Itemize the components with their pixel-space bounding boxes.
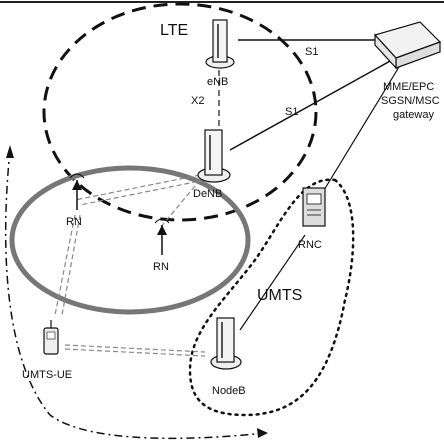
nodeb-tower-icon: [210, 317, 242, 370]
radio-rn1-ue: [54, 214, 76, 316]
s1-top-label: S1: [305, 46, 318, 58]
ue-phone-icon: [43, 320, 59, 355]
rn-1-tower-icon: [69, 173, 85, 210]
rn-2-label: RN: [153, 261, 169, 273]
denb-label: DeNB: [193, 188, 222, 200]
nodeb-label: NodeB: [212, 385, 246, 397]
mobility-arrowhead-bottom: [257, 428, 268, 438]
mobility-arrowhead-top: [6, 145, 14, 158]
rnc-label: RNC: [298, 239, 322, 251]
radio-ue-nodeb: [64, 344, 206, 353]
lte-region: [42, 2, 318, 222]
x2-label: X2: [191, 95, 204, 107]
rn-2-tower-icon: [154, 218, 170, 255]
gateway-label-line3: gateway: [393, 109, 434, 121]
gateway-label-line1: MME/EPC: [383, 81, 434, 93]
gateway-box-icon: [373, 21, 442, 70]
radio-links: [54, 174, 206, 357]
rnc-server-icon: [302, 187, 326, 227]
radio-ue-nodeb-b: [64, 348, 206, 357]
rnc-gateway-link: [317, 61, 403, 201]
ue-label: UMTS-UE: [22, 369, 72, 381]
radio-rn1-ue-b: [61, 214, 81, 316]
mobility-path: [4, 149, 266, 440]
radio-denb-rn2: [159, 179, 201, 229]
gateway-label-line2: SGSN/MSC: [381, 95, 440, 107]
rn-1-label: RN: [66, 216, 82, 228]
rnc-nodeb-link: [239, 234, 306, 331]
radio-denb-rn1: [74, 174, 201, 201]
s1-link-denb: [229, 59, 393, 151]
radio-denb-rn1-b: [79, 179, 206, 206]
denb-tower-icon: [197, 129, 231, 183]
umts-region-label: UMTS: [257, 287, 302, 304]
relay-region: [9, 165, 251, 315]
lte-region-label: LTE: [160, 22, 188, 39]
s1-mid-label: S1: [285, 106, 298, 118]
enb-label: eNB: [207, 76, 228, 88]
umts-region: [188, 178, 355, 417]
enb-tower-icon: [205, 19, 235, 69]
